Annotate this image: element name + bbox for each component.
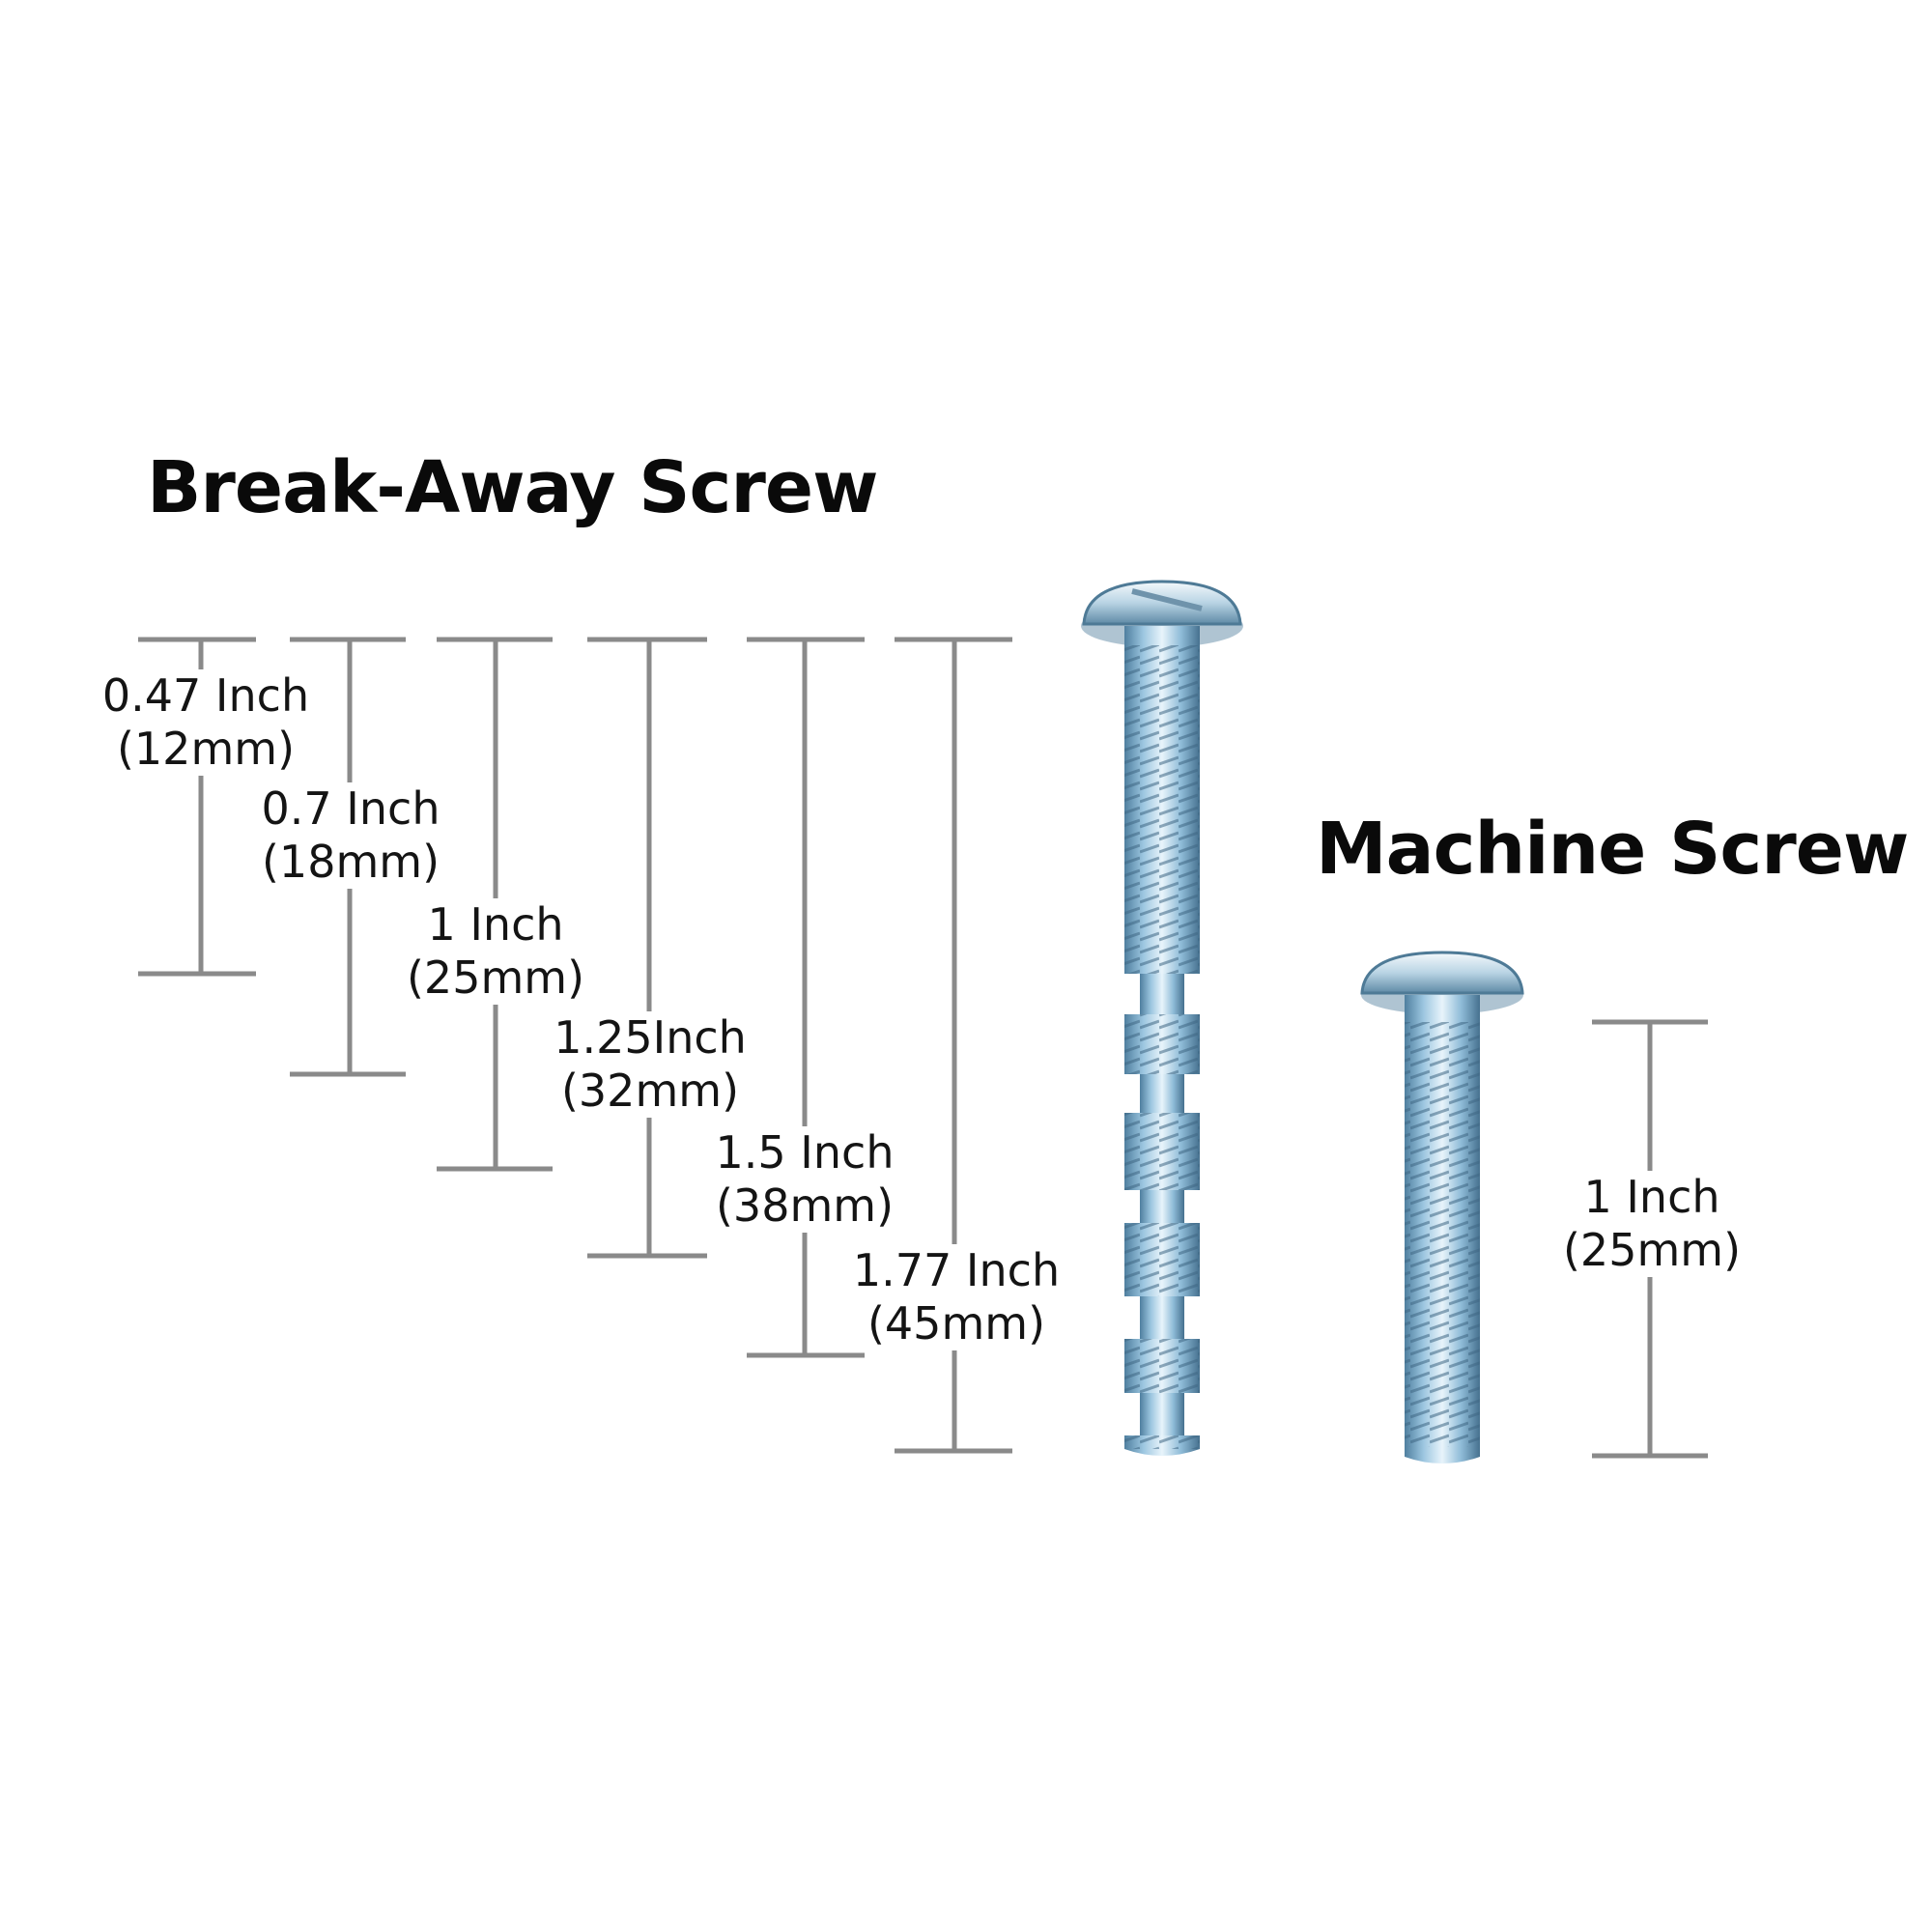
dimension-mm-text: (12mm) <box>116 723 296 775</box>
dimension-label-1-5-inch: 1.5 Inch (38mm) <box>711 1126 898 1233</box>
dimension-label-0-47-inch: 0.47 Inch (12mm) <box>98 669 314 776</box>
machine-screw-heading: Machine Screw <box>1316 808 1909 891</box>
dimension-inch-text: 1 Inch <box>1583 1171 1720 1223</box>
dimension-inch-text: 1.25Inch <box>554 1011 747 1064</box>
dimension-label-0-7-inch: 0.7 Inch (18mm) <box>257 782 444 889</box>
dimension-bracket-1-5-inch <box>747 637 865 1358</box>
dimension-label-1-25-inch: 1.25Inch (32mm) <box>550 1011 751 1118</box>
break-away-screw-heading: Break-Away Screw <box>147 446 878 529</box>
machine-screw-icon <box>1360 951 1524 1463</box>
dimension-inch-text: 1.5 Inch <box>715 1126 895 1179</box>
dimension-mm-text: (25mm) <box>406 952 585 1004</box>
dimension-inch-text: 0.7 Inch <box>261 782 440 835</box>
dimension-mm-text: (25mm) <box>1562 1224 1742 1276</box>
dimension-mm-text: (32mm) <box>560 1065 740 1117</box>
dimension-label-machine-1-inch: 1 Inch (25mm) <box>1558 1171 1746 1277</box>
dimension-inch-text: 1.77 Inch <box>852 1244 1061 1296</box>
break-away-screw-icon <box>1081 580 1243 1456</box>
dimension-mm-text: (18mm) <box>261 836 440 888</box>
dimension-bracket-1-25-inch <box>587 637 707 1259</box>
dimension-label-1-inch: 1 Inch (25mm) <box>402 898 589 1005</box>
dimension-inch-text: 1 Inch <box>427 898 564 951</box>
dimension-inch-text: 0.47 Inch <box>101 669 310 722</box>
dimension-mm-text: (38mm) <box>715 1179 895 1232</box>
dimension-mm-text: (45mm) <box>867 1297 1046 1350</box>
dimension-label-1-77-inch: 1.77 Inch (45mm) <box>848 1244 1065 1350</box>
